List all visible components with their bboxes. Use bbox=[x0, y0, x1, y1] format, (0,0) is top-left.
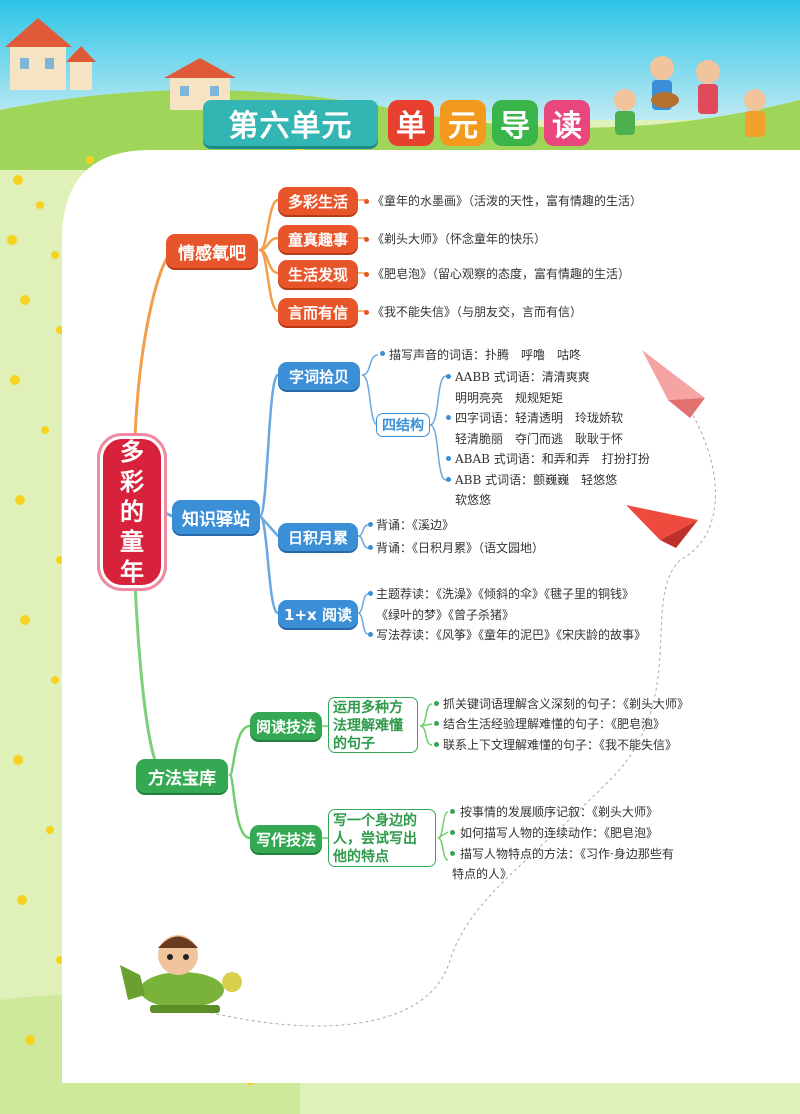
emotion-item-label: 多彩生活 bbox=[278, 187, 358, 215]
structure-line: 明明亮亮 规规矩矩 bbox=[455, 391, 564, 405]
emotion-item-label: 生活发现 bbox=[278, 260, 358, 288]
unit-title: 第六单元 bbox=[203, 100, 378, 146]
emotion-item-text: 《肥皂泡》（留心观察的态度，富有情趣的生活） bbox=[372, 267, 631, 281]
reading-skill-line: 结合生活经验理解难懂的句子：《肥皂泡》 bbox=[443, 717, 666, 731]
bullet-dot bbox=[368, 545, 373, 550]
structure-line: AABB 式词语：清清爽爽 bbox=[455, 370, 590, 384]
writing-skill-line: 描写人物特点的方法：《习作·身边那些有 bbox=[460, 847, 674, 861]
bullet-dot bbox=[446, 477, 451, 482]
accumulation-line: 背诵：《日积月累》（语文园地） bbox=[376, 541, 545, 555]
node-words: 字词拾贝 bbox=[278, 362, 360, 390]
emotion-item-text: 《剃头大师》（怀念童年的快乐） bbox=[372, 232, 547, 246]
emotion-item-text: 《我不能失信》（与朋友交，言而有信） bbox=[372, 305, 583, 319]
guide-char: 读 bbox=[544, 100, 590, 146]
branch-knowledge: 知识驿站 bbox=[172, 500, 260, 534]
reading-skill-box-line: 法理解难懂 bbox=[333, 718, 403, 734]
node-writing-skill: 写作技法 bbox=[250, 825, 322, 853]
reading-skill-box-line: 运用多种方 bbox=[333, 700, 403, 716]
root-char: 多 bbox=[120, 438, 144, 466]
bullet-dot bbox=[450, 830, 455, 835]
emotion-item-label: 言而有信 bbox=[278, 298, 358, 326]
bullet-dot bbox=[368, 591, 373, 596]
bullet-dot bbox=[434, 721, 439, 726]
flight-path bbox=[199, 409, 716, 1027]
emotion-item-label: 童真趣事 bbox=[278, 225, 358, 253]
bullet-dot bbox=[364, 310, 369, 315]
reading-skill-box: 运用多种方法理解难懂的句子 bbox=[328, 697, 418, 753]
branch-methods: 方法宝库 bbox=[136, 759, 228, 793]
bullet-dot bbox=[446, 456, 451, 461]
bullet-dot bbox=[450, 851, 455, 856]
accumulation-line: 背诵：《溪边》 bbox=[376, 518, 455, 532]
children-illustration bbox=[614, 56, 766, 137]
sound-words: 描写声音的词语：扑腾 呼噜 咕咚 bbox=[389, 348, 582, 362]
paper-plane-pink bbox=[642, 350, 705, 418]
bullet-dot bbox=[368, 522, 373, 527]
node-reading-skill: 阅读技法 bbox=[250, 712, 322, 740]
bullet-dot bbox=[364, 237, 369, 242]
reading-skill-line: 联系上下文理解难懂的句子：《我不能失信》 bbox=[443, 738, 678, 752]
bullet-dot bbox=[434, 701, 439, 706]
reading-skill-line: 抓关键词语理解含义深刻的句子：《剃头大师》 bbox=[443, 697, 690, 711]
guide-char: 导 bbox=[492, 100, 538, 146]
paper-plane-red bbox=[626, 505, 698, 548]
structure-line: ABAB 式词语：和弄和弄 打扮打扮 bbox=[455, 452, 650, 466]
pilot-kid-illustration bbox=[120, 935, 242, 1013]
structure-line: 软悠悠 bbox=[455, 493, 492, 507]
writing-skill-box-line: 人，尝试写出 bbox=[333, 831, 417, 847]
root-char: 年 bbox=[120, 558, 144, 586]
guide-char: 元 bbox=[440, 100, 486, 146]
writing-skill-box-line: 他的特点 bbox=[333, 849, 389, 865]
bullet-dot bbox=[368, 632, 373, 637]
guide-char: 单 bbox=[388, 100, 434, 146]
bullet-dot bbox=[434, 742, 439, 747]
bullet-dot bbox=[446, 374, 451, 379]
structure-line: ABB 式词语：颤巍巍 轻悠悠 bbox=[455, 473, 618, 487]
reading-skill-box-line: 的句子 bbox=[333, 736, 375, 752]
writing-skill-box: 写一个身边的人，尝试写出他的特点 bbox=[328, 809, 436, 867]
structure-line: 四字词语：轻清透明 玲珑娇软 bbox=[455, 411, 624, 425]
writing-skill-box-line: 写一个身边的 bbox=[333, 813, 417, 829]
emotion-item-text: 《童年的水墨画》（活泼的天性，富有情趣的生活） bbox=[372, 194, 643, 208]
bullet-dot bbox=[364, 272, 369, 277]
reading-line: 写法荐读：《风筝》《童年的泥巴》《宋庆龄的故事》 bbox=[376, 628, 647, 642]
writing-skill-line: 按事情的发展顺序记叙：《剃头大师》 bbox=[460, 805, 659, 819]
root-char: 童 bbox=[120, 528, 144, 556]
structure-box: 四结构 bbox=[376, 413, 430, 437]
root-char: 彩 bbox=[120, 468, 144, 496]
node-reading: 1+x 阅读 bbox=[278, 600, 358, 628]
bullet-dot bbox=[364, 199, 369, 204]
node-accumulation: 日积月累 bbox=[278, 523, 358, 551]
writing-skill-line: 特点的人》 bbox=[452, 867, 513, 881]
reading-line: 《绿叶的梦》《曾子杀猪》 bbox=[376, 608, 515, 622]
house-illustration bbox=[5, 18, 236, 110]
bullet-dot bbox=[446, 415, 451, 420]
root-topic: 多彩的童年 bbox=[100, 436, 164, 588]
branch-emotion: 情感氧吧 bbox=[166, 234, 258, 268]
structure-line: 轻清脆丽 夺门而逃 耿耿于怀 bbox=[455, 432, 624, 446]
bullet-dot bbox=[380, 351, 385, 356]
reading-line: 主题荐读：《洗澡》《倾斜的伞》《毽子里的铜钱》 bbox=[376, 587, 635, 601]
writing-skill-line: 如何描写人物的连续动作：《肥皂泡》 bbox=[460, 826, 659, 840]
root-char: 的 bbox=[120, 498, 144, 526]
bullet-dot bbox=[450, 809, 455, 814]
